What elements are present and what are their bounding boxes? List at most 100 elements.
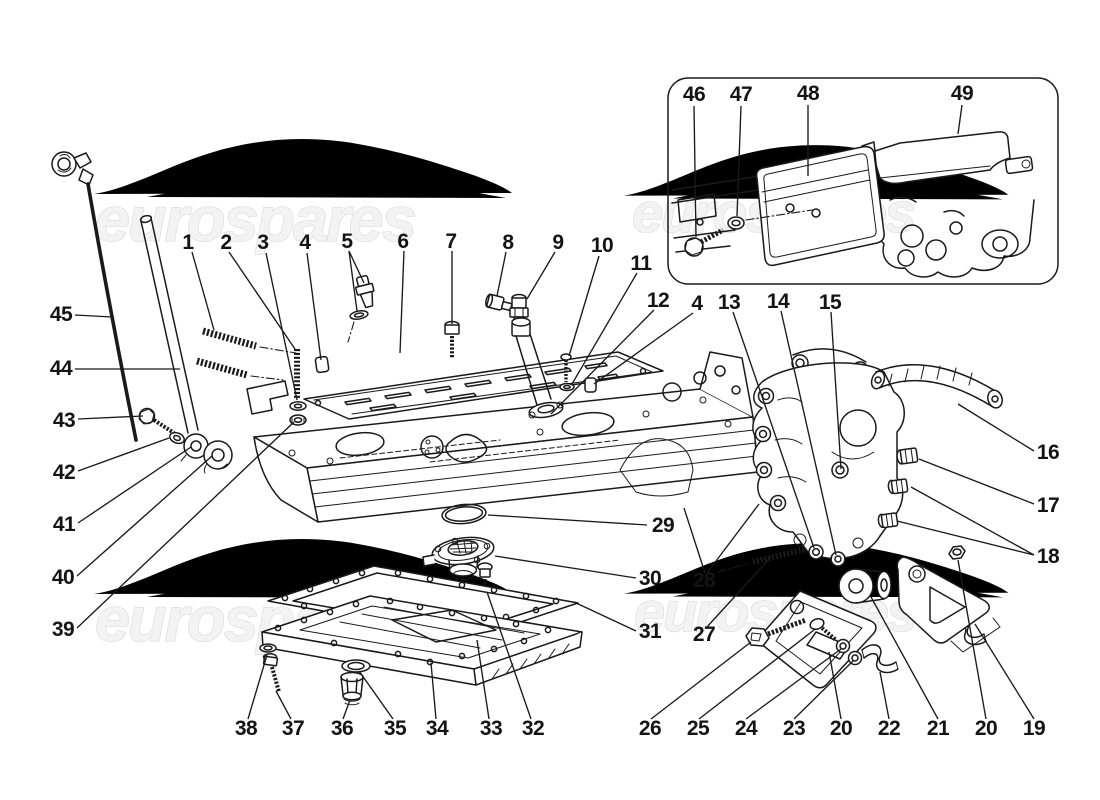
part-label-2-1: 2 xyxy=(220,231,232,254)
leader-line-26 xyxy=(650,641,752,720)
strap xyxy=(870,363,1003,409)
leader-line-4 xyxy=(306,252,322,361)
engine-mount-damper xyxy=(838,568,892,604)
part-label-9-8: 9 xyxy=(552,231,564,254)
part-label-38-39: 38 xyxy=(234,717,258,740)
leader-line-27 xyxy=(705,556,772,629)
sump-casting xyxy=(246,351,759,523)
leader-line-29 xyxy=(487,514,648,526)
part-label-20-20: 20 xyxy=(974,717,998,740)
part-label-27-28: 27 xyxy=(692,623,716,646)
leader-line-40 xyxy=(76,455,213,577)
part-label-7-6: 7 xyxy=(445,230,457,253)
leader-line-12 xyxy=(550,309,655,415)
leader-line-16 xyxy=(957,403,1035,452)
leader-line-22 xyxy=(879,671,890,720)
leader-line-11 xyxy=(571,272,638,385)
oil-strainer xyxy=(422,536,495,580)
part-label-45-46: 45 xyxy=(49,303,73,326)
stud xyxy=(196,327,297,381)
part-label-13-13: 13 xyxy=(717,291,741,314)
washer xyxy=(727,216,745,230)
leader-line-32 xyxy=(486,591,532,720)
leader-line-18 xyxy=(896,520,1035,556)
part-label-28-29: 28 xyxy=(692,569,716,592)
bolt xyxy=(809,617,838,642)
leader-line-39 xyxy=(76,421,295,629)
drain-plug xyxy=(340,671,364,706)
washer xyxy=(341,659,371,673)
leader-line-34 xyxy=(430,662,437,720)
washer xyxy=(259,643,277,653)
nut xyxy=(948,545,966,560)
part-label-35-36: 35 xyxy=(383,717,407,740)
leader-line-45 xyxy=(74,314,113,318)
watermark-text: eurospares xyxy=(95,185,415,255)
washer xyxy=(289,401,307,411)
leader-line-10 xyxy=(568,255,600,357)
stud xyxy=(752,546,807,565)
leader-line-35 xyxy=(358,670,394,720)
sump-pan xyxy=(261,595,583,686)
part-label-10-9: 10 xyxy=(590,234,614,257)
leader-line-46 xyxy=(693,105,697,238)
part-label-26-27: 26 xyxy=(638,717,662,740)
part-label-40-41: 40 xyxy=(51,566,75,589)
part-label-24-25: 24 xyxy=(734,717,758,740)
part-label-4-12: 4 xyxy=(691,292,703,315)
leader-line-2 xyxy=(228,251,296,350)
part-label-32-33: 32 xyxy=(521,717,545,740)
part-label-8-7: 8 xyxy=(502,231,514,254)
part-label-23-24: 23 xyxy=(782,717,806,740)
part-label-20-23: 20 xyxy=(829,717,853,740)
hex-bolt xyxy=(745,617,807,647)
leader-line-15 xyxy=(830,311,842,470)
part-label-43-44: 43 xyxy=(52,409,76,432)
plug xyxy=(887,478,909,495)
leader-line-14 xyxy=(780,310,837,556)
leader-line-28 xyxy=(683,507,706,574)
part-label-47-48: 47 xyxy=(729,83,753,106)
part-label-37-38: 37 xyxy=(281,717,305,740)
leader-line-3 xyxy=(265,252,298,401)
part-label-3-2: 3 xyxy=(257,231,269,254)
inset-box xyxy=(667,77,1059,285)
leader-line-13 xyxy=(732,311,815,549)
leader-line-33 xyxy=(476,639,490,720)
leader-line-17 xyxy=(918,458,1035,505)
part-label-1-0: 1 xyxy=(182,231,194,254)
cover-plate xyxy=(745,145,885,267)
washer xyxy=(808,544,824,560)
oil-pickup-tube xyxy=(511,317,564,419)
leader-line-8 xyxy=(496,251,507,297)
bracket xyxy=(896,556,1001,653)
bolt xyxy=(560,353,572,382)
part-label-14-14: 14 xyxy=(766,290,790,313)
leader-line-41 xyxy=(77,446,192,524)
leader-line-4 xyxy=(593,312,694,385)
part-label-34-35: 34 xyxy=(425,717,449,740)
washer xyxy=(169,431,185,445)
part-label-22-22: 22 xyxy=(877,717,901,740)
part-label-6-5: 6 xyxy=(397,230,409,253)
leader-line-31 xyxy=(573,601,637,632)
part-label-36-37: 36 xyxy=(330,717,354,740)
bolt xyxy=(684,227,725,257)
leader-line-5 xyxy=(348,250,365,284)
plug xyxy=(877,512,899,529)
leader-line-30 xyxy=(494,555,637,579)
part-label-41-42: 41 xyxy=(52,513,76,536)
part-label-18-18: 18 xyxy=(1036,545,1060,568)
leader-line-20 xyxy=(957,559,987,720)
part-label-4-3: 4 xyxy=(299,231,311,254)
nut xyxy=(830,551,846,567)
bolt xyxy=(477,562,493,601)
o-ring xyxy=(441,503,487,525)
part-label-39-40: 39 xyxy=(51,618,75,641)
part-label-49-50: 49 xyxy=(950,82,974,105)
part-label-25-26: 25 xyxy=(686,717,710,740)
part-label-48-49: 48 xyxy=(796,82,820,105)
leader-line-25 xyxy=(698,629,815,720)
